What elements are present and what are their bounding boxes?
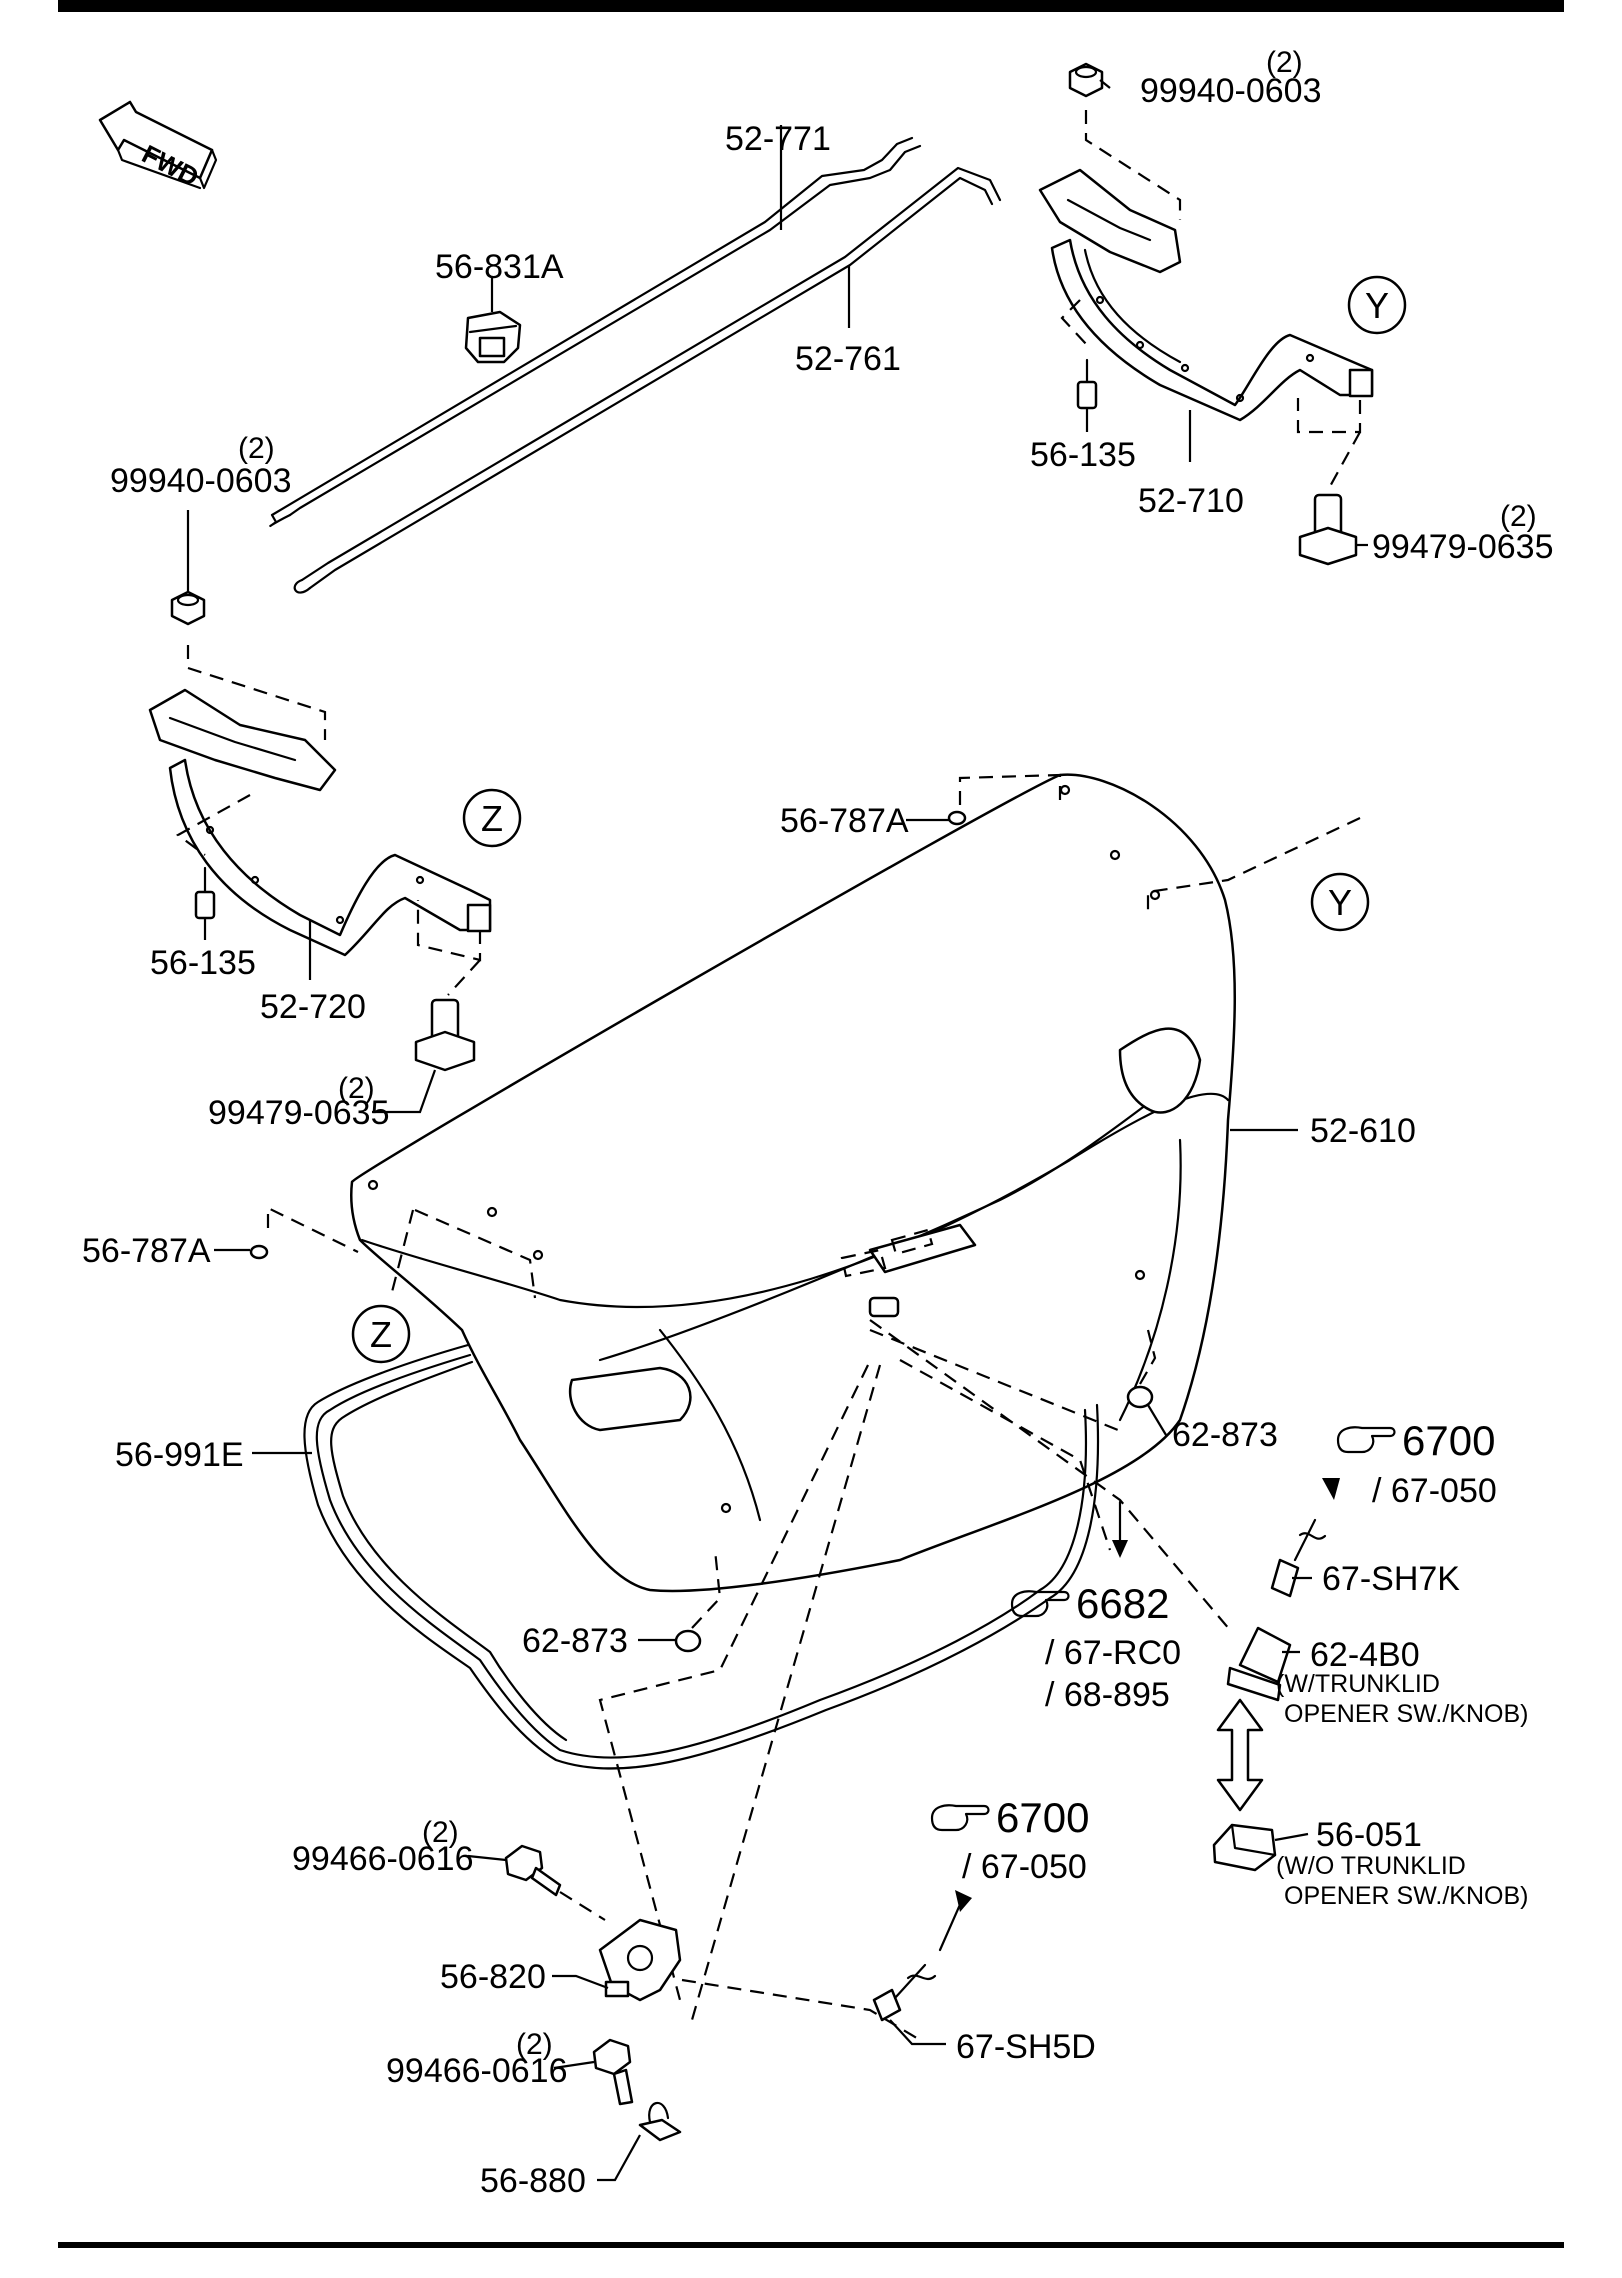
label-99466-upper: 99466-0616 <box>292 1840 474 1878</box>
trunk-latch-56-820 <box>598 1918 682 2002</box>
view-marker-z-lid-text: Z <box>370 1314 392 1355</box>
ref-6700-bottom: 6700 <box>996 1794 1089 1841</box>
label-52-710: 52-710 <box>1138 482 1244 520</box>
label-99479-left: 99479-0635 <box>208 1094 390 1132</box>
pointing-hand-icon-6700-bottom <box>930 1804 990 1832</box>
bumper-62-873-right <box>1126 1385 1154 1409</box>
note-wo-trunklid-2: OPENER SW./KNOB) <box>1284 1882 1528 1910</box>
label-99479-right: 99479-0635 <box>1372 528 1554 566</box>
label-52-720: 52-720 <box>260 988 366 1026</box>
striker-56-880 <box>638 2101 682 2142</box>
dash-wire-route <box>869 1319 1231 1631</box>
connector-67-sh7k <box>1270 1478 1340 1598</box>
nut-99940-left <box>170 590 206 626</box>
bolt-99479-right <box>1298 493 1358 566</box>
trunk-opener-switch-62-4b0 <box>1226 1626 1292 1702</box>
dash-99940-top <box>1084 110 1182 220</box>
nut-99940-top <box>1068 62 1104 98</box>
note-wo-trunklid-1: (W/O TRUNKLID <box>1276 1852 1466 1880</box>
label-62-873-left: 62-873 <box>522 1622 628 1660</box>
label-99940-left: 99940-0603 <box>110 462 292 500</box>
label-56-135-left: 56-135 <box>150 944 256 982</box>
fwd-arrow-icon: FWD <box>98 100 218 192</box>
dash-y-lid <box>1146 817 1361 918</box>
bottom-border-bar <box>58 2242 1564 2248</box>
label-52-610: 52-610 <box>1310 1112 1416 1150</box>
label-56-787a-top: 56-787A <box>780 802 909 840</box>
bolt-56-135-right <box>1076 358 1098 410</box>
qty-99479-right: (2) <box>1500 500 1537 533</box>
qty-99466-upper: (2) <box>422 1816 459 1849</box>
connector-67-sh5d <box>872 1890 972 2022</box>
grommet-56-831a <box>464 310 522 364</box>
bolt-99479-left <box>414 998 476 1072</box>
ref-6682-sub2: / 68-895 <box>1045 1676 1170 1714</box>
label-56-787a-left: 56-787A <box>82 1232 211 1270</box>
torsion-bar-52-761 <box>293 166 1002 594</box>
ref-6682: 6682 <box>1076 1580 1169 1627</box>
torsion-bar-52-771 <box>269 136 922 528</box>
dash-56-787a-top <box>958 773 1062 805</box>
dash-99479-left <box>416 900 482 996</box>
marker-56-787a-top <box>947 810 967 826</box>
note-w-trunklid-2: OPENER SW./KNOB) <box>1284 1700 1528 1728</box>
bolt-56-135-left <box>194 866 216 920</box>
pointing-hand-icon-6682 <box>1010 1590 1070 1618</box>
qty-99940-left: (2) <box>238 432 275 465</box>
view-marker-y-top-text: Y <box>1365 285 1389 326</box>
ref-6682-sub1: / 67-RC0 <box>1045 1634 1181 1672</box>
double-arrow-icon <box>1216 1698 1264 1812</box>
view-marker-z-hinge-text: Z <box>481 798 503 839</box>
label-67-sh5d: 67-SH5D <box>956 2028 1096 2066</box>
label-56-051: 56-051 <box>1316 1816 1422 1854</box>
trunk-lid-52-610 <box>350 773 1237 1593</box>
view-marker-y-top: Y <box>1347 275 1407 335</box>
switch-cover-56-051 <box>1212 1823 1277 1872</box>
dash-56-787a-left <box>266 1206 359 1253</box>
dash-latch-route <box>598 1364 921 2041</box>
pointing-hand-icon-6700-right <box>1336 1426 1396 1454</box>
dash-z-lid <box>390 1208 537 1299</box>
bumper-62-873-left <box>674 1629 702 1653</box>
qty-99940-top: (2) <box>1266 46 1303 79</box>
marker-56-787a-left <box>249 1244 269 1260</box>
label-62-873-right: 62-873 <box>1172 1416 1278 1454</box>
dash-62-873-left <box>691 1549 722 1629</box>
label-67-sh7k: 67-SH7K <box>1322 1560 1460 1598</box>
top-border-bar <box>58 0 1564 12</box>
label-56-880: 56-880 <box>480 2162 586 2200</box>
ref-6700-right-sub: / 67-050 <box>1372 1472 1497 1510</box>
view-marker-z-lid: Z <box>351 1304 411 1364</box>
weatherstrip-56-991e <box>303 1343 1100 1770</box>
note-w-trunklid-1: (W/TRUNKLID <box>1276 1670 1440 1698</box>
arrow-to-6682-icon <box>1112 1500 1128 1558</box>
dash-56-135-right <box>1060 299 1088 346</box>
dash-62-873-right <box>1139 1329 1157 1385</box>
ref-6700-right: 6700 <box>1402 1417 1495 1464</box>
label-56-831a: 56-831A <box>435 248 564 286</box>
trunk-hinge-right-52-710 <box>1038 168 1374 422</box>
bolt-99466-lower <box>592 2038 634 2106</box>
dash-56-820 <box>559 1891 606 1921</box>
label-52-771: 52-771 <box>725 120 831 158</box>
qty-99479-left: (2) <box>338 1072 375 1105</box>
dash-56-135-left <box>175 794 251 856</box>
bolt-99466-upper <box>504 1844 562 1897</box>
label-56-820: 56-820 <box>440 1958 546 1996</box>
view-marker-y-lid-text: Y <box>1328 882 1352 923</box>
label-52-761: 52-761 <box>795 340 901 378</box>
label-56-135-right: 56-135 <box>1030 436 1136 474</box>
label-56-991e: 56-991E <box>115 1436 244 1474</box>
label-99940-top: 99940-0603 <box>1140 72 1322 110</box>
qty-99466-lower: (2) <box>516 2028 553 2061</box>
label-99466-lower: 99466-0616 <box>386 2052 568 2090</box>
dash-99940-left <box>186 645 327 740</box>
leader-lines <box>186 79 1368 2182</box>
view-marker-z-hinge: Z <box>462 788 522 848</box>
dash-99479-right <box>1296 398 1362 491</box>
ref-6700-bottom-sub: / 67-050 <box>962 1848 1087 1886</box>
label-62-4b0: 62-4B0 <box>1310 1636 1420 1674</box>
view-marker-y-lid: Y <box>1310 872 1370 932</box>
